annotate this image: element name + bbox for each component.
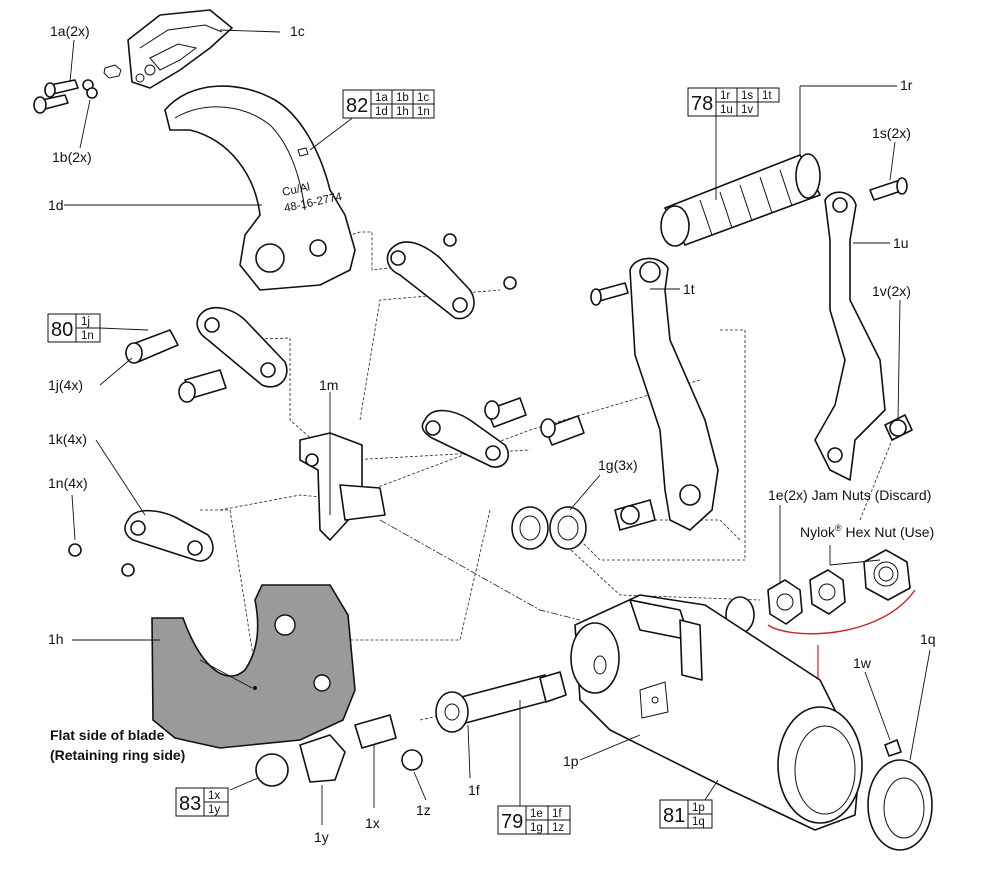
part-1k-links xyxy=(68,233,585,577)
svg-text:1p: 1p xyxy=(692,802,705,814)
kit-78-box: 78 1r 1s 1t 1u 1v xyxy=(687,87,780,117)
label-1k: 1k(4x) xyxy=(48,431,87,447)
svg-text:1n: 1n xyxy=(417,106,430,118)
part-1t-lever xyxy=(590,257,719,531)
part-1x-1y-1z xyxy=(255,714,423,787)
svg-text:1r: 1r xyxy=(720,90,730,102)
label-1u: 1u xyxy=(893,235,909,251)
label-1x: 1x xyxy=(365,815,380,831)
svg-text:1b: 1b xyxy=(396,92,409,104)
kit-79-number: 79 xyxy=(501,811,523,833)
part-1m-bracket xyxy=(299,432,386,541)
label-1y: 1y xyxy=(314,829,329,845)
kit-82-box: 82 1a 1b 1c 1d 1h 1n xyxy=(342,89,435,119)
label-1s: 1s(2x) xyxy=(872,125,911,141)
part-nuts xyxy=(767,549,916,820)
svg-text:1u: 1u xyxy=(720,104,733,116)
part-1p-body xyxy=(570,594,863,831)
part-1r-grip xyxy=(660,153,821,247)
label-1c: 1c xyxy=(290,23,305,39)
svg-text:1g: 1g xyxy=(530,822,543,834)
part-labels: 1a(2x) 1b(2x) 1c 1d 1j(4x) 1k(4x) 1n(4x)… xyxy=(48,23,936,845)
svg-text:1h: 1h xyxy=(396,106,409,118)
label-nylok-nut: Nylok® Hex Nut (Use) xyxy=(800,523,934,540)
svg-text:1v: 1v xyxy=(741,104,753,116)
label-1t: 1t xyxy=(683,281,695,297)
kit-81-box: 81 1p 1q xyxy=(659,799,713,829)
label-1w: 1w xyxy=(853,655,872,671)
label-1a: 1a(2x) xyxy=(50,23,90,39)
label-1r: 1r xyxy=(900,77,913,93)
label-flat-side: Flat side of blade xyxy=(50,727,165,743)
kit-81-number: 81 xyxy=(663,805,685,827)
blade-marking: Cu/Al xyxy=(281,181,311,199)
kit-83-number: 83 xyxy=(179,793,201,815)
part-1a-screws xyxy=(33,79,98,114)
kit-82-number: 82 xyxy=(346,95,368,117)
svg-text:1s: 1s xyxy=(741,90,753,102)
label-1b: 1b(2x) xyxy=(52,149,92,165)
label-1g: 1g(3x) xyxy=(598,457,638,473)
leader-lines xyxy=(64,29,931,825)
label-1q: 1q xyxy=(920,631,936,647)
label-1e-jam-nuts: 1e(2x) Jam Nuts (Discard) xyxy=(768,487,931,503)
svg-text:1y: 1y xyxy=(208,804,220,816)
kit-79-box: 79 1e 1f 1g 1z xyxy=(497,805,571,835)
part-1f-pin xyxy=(435,671,567,733)
svg-text:1a: 1a xyxy=(375,92,388,104)
svg-text:1q: 1q xyxy=(692,816,705,828)
label-1d: 1d xyxy=(48,197,64,213)
part-1c-cover xyxy=(103,9,233,89)
svg-text:1z: 1z xyxy=(552,822,564,834)
kit-80-box: 80 1j 1n xyxy=(47,313,101,343)
part-1h-blade xyxy=(151,584,356,749)
kit-78-number: 78 xyxy=(691,93,713,115)
part-1q-cap xyxy=(867,739,933,851)
label-1f: 1f xyxy=(468,782,480,798)
label-1m: 1m xyxy=(319,377,338,393)
part-1d-head: Cu/Al 48-16-2774 xyxy=(164,85,356,291)
part-1g-washers xyxy=(511,506,755,634)
svg-text:1d: 1d xyxy=(375,106,388,118)
svg-text:1f: 1f xyxy=(552,808,562,820)
label-1z: 1z xyxy=(416,802,431,818)
svg-text:1e: 1e xyxy=(530,808,543,820)
svg-text:1j: 1j xyxy=(81,316,90,328)
kit-83-box: 83 1x 1y xyxy=(175,787,229,817)
svg-text:1x: 1x xyxy=(208,790,220,802)
label-1p: 1p xyxy=(563,753,579,769)
label-1n: 1n(4x) xyxy=(48,475,88,491)
kit-80-number: 80 xyxy=(51,319,73,341)
svg-text:1c: 1c xyxy=(417,92,429,104)
part-1u-lever xyxy=(814,177,913,481)
label-1v: 1v(2x) xyxy=(872,283,911,299)
svg-text:1t: 1t xyxy=(762,90,772,102)
svg-text:1n: 1n xyxy=(81,330,94,342)
label-1h: 1h xyxy=(48,631,64,647)
label-1j: 1j(4x) xyxy=(48,377,83,393)
label-retaining-ring-side: (Retaining ring side) xyxy=(50,747,185,763)
